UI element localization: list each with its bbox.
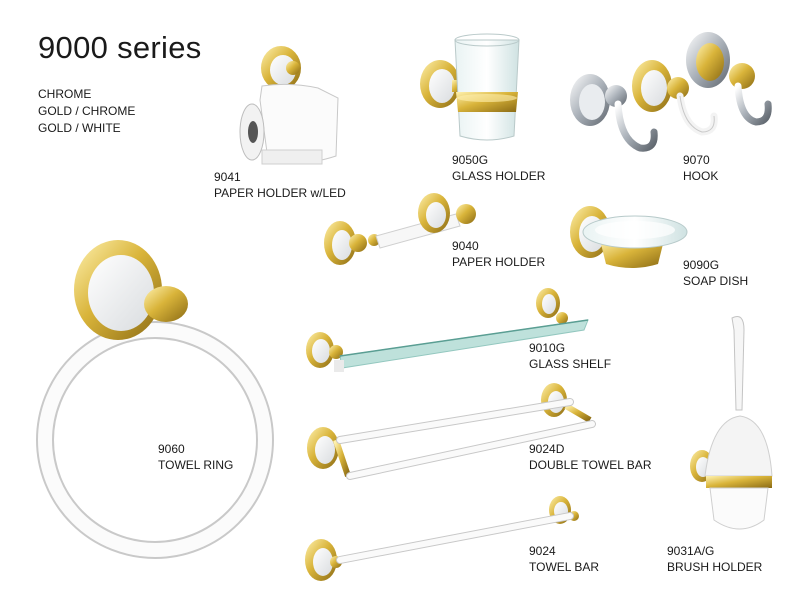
product-name: TOWEL BAR	[529, 560, 600, 574]
product-label-9041: 9041 PAPER HOLDER w/LED	[214, 169, 346, 201]
product-code: 9024	[529, 544, 556, 558]
soap-dish-image	[570, 206, 688, 268]
product-label-9024: 9024 TOWEL BAR	[529, 543, 599, 575]
product-label-9090g: 9090G SOAP DISH	[683, 257, 748, 289]
product-name: GLASS HOLDER	[452, 169, 546, 183]
product-code: 9090G	[683, 258, 720, 272]
product-code: 9010G	[529, 341, 566, 355]
finish-list: CHROME GOLD / CHROME GOLD / WHITE	[38, 86, 135, 137]
product-name: HOOK	[683, 169, 719, 183]
towel-ring-image	[36, 240, 274, 559]
product-label-9060: 9060 TOWEL RING	[158, 441, 233, 473]
product-code: 9050G	[452, 153, 489, 167]
product-code: 9070	[683, 153, 710, 167]
product-code: 9040	[452, 239, 479, 253]
product-code: 9031A/G	[667, 544, 715, 558]
brush-holder-image	[690, 316, 773, 530]
towel-bar-image	[305, 496, 579, 581]
product-label-9010g: 9010G GLASS SHELF	[529, 340, 611, 372]
product-name: BRUSH HOLDER	[667, 560, 763, 574]
product-label-9024d: 9024D DOUBLE TOWEL BAR	[529, 441, 651, 473]
product-name: TOWEL RING	[158, 458, 234, 472]
paper-holder-led-image	[239, 46, 339, 165]
product-name: PAPER HOLDER	[452, 255, 546, 269]
product-code: 9060	[158, 442, 185, 456]
product-name: DOUBLE TOWEL BAR	[529, 458, 652, 472]
glass-shelf-image	[306, 288, 589, 372]
product-name: GLASS SHELF	[529, 357, 612, 371]
paper-holder-image	[324, 193, 476, 265]
page-title: 9000 series	[38, 30, 202, 65]
product-name: SOAP DISH	[683, 274, 749, 288]
product-label-9040: 9040 PAPER HOLDER	[452, 238, 545, 270]
finish-item: GOLD / WHITE	[38, 121, 121, 135]
product-code: 9024D	[529, 442, 565, 456]
glass-holder-image	[420, 33, 520, 141]
finish-item: GOLD / CHROME	[38, 104, 136, 118]
product-name: PAPER HOLDER w/LED	[214, 186, 346, 200]
product-label-9050g: 9050G GLASS HOLDER	[452, 152, 545, 184]
product-label-9070: 9070 HOOK	[683, 152, 718, 184]
finish-item: CHROME	[38, 87, 92, 101]
hook-image	[570, 32, 772, 152]
product-code: 9041	[214, 170, 241, 184]
product-label-9031ag: 9031A/G BRUSH HOLDER	[667, 543, 762, 575]
double-towel-bar-image	[307, 383, 596, 480]
